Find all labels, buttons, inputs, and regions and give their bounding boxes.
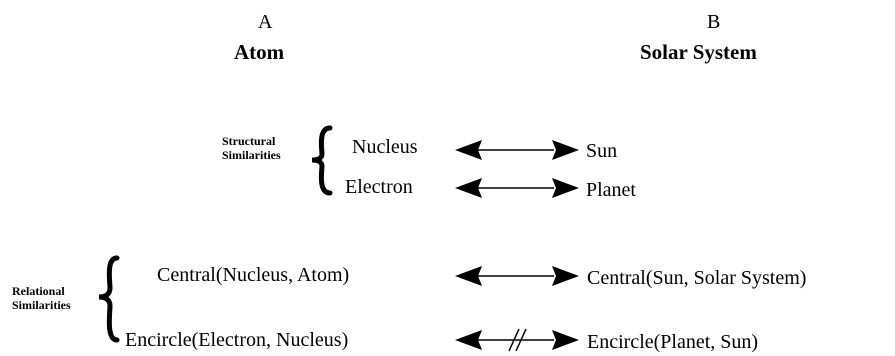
structural-similarities-label: Structural Similarities (222, 134, 281, 163)
column-b-title: Solar System (640, 40, 757, 64)
relational-right-encircle: Encircle(Planet, Sun) (587, 331, 759, 353)
mapping-arrow-central (455, 266, 579, 286)
structural-label-line2: Similarities (222, 148, 281, 163)
relational-label-line2: Similarities (12, 298, 71, 313)
mapping-arrow-electron-planet (455, 178, 579, 198)
structural-left-electron: Electron (345, 176, 413, 198)
structural-label-line1: Structural (222, 134, 276, 148)
column-a-title: Atom (234, 40, 285, 64)
negation-slash-icon (508, 328, 520, 352)
column-b-letter: B (707, 11, 721, 33)
structural-brace-icon (311, 125, 333, 196)
relational-brace-icon (98, 255, 120, 343)
relational-similarities-label: Relational Similarities (12, 284, 71, 313)
structural-right-sun: Sun (586, 140, 618, 162)
relational-label-line1: Relational (12, 284, 65, 298)
structural-right-planet: Planet (586, 179, 636, 201)
column-a-letter: A (258, 11, 273, 33)
mapping-arrow-nucleus-sun (455, 140, 579, 160)
negation-slash-icon (515, 328, 527, 352)
relational-right-central: Central(Sun, Solar System) (587, 267, 807, 289)
relational-left-central: Central(Nucleus, Atom) (157, 264, 350, 286)
relational-left-encircle: Encircle(Electron, Nucleus) (125, 329, 349, 351)
non-mapping-arrow-encircle (455, 328, 579, 352)
structural-left-nucleus: Nucleus (352, 136, 418, 158)
